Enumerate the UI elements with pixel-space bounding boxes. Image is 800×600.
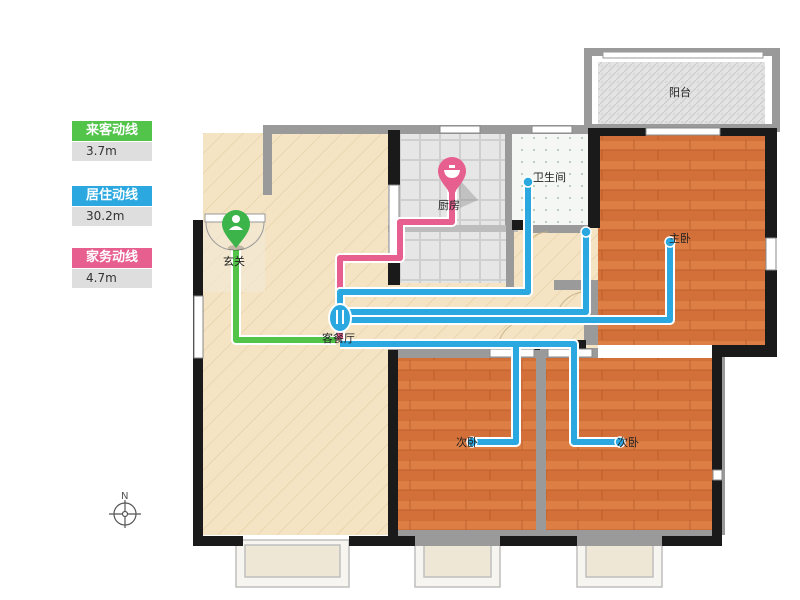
legend-living-label: 居住动线 bbox=[72, 186, 152, 206]
housework-route bbox=[335, 190, 457, 340]
route-endpoints bbox=[466, 176, 676, 448]
label-entrance: 玄关 bbox=[223, 254, 245, 268]
legend-guest-value: 3.7m bbox=[72, 142, 152, 161]
legend-housework: 家务动线 4.7m bbox=[72, 248, 152, 288]
label-master-bedroom: 主卧 bbox=[669, 232, 691, 245]
legend-guest: 来客动线 3.7m bbox=[72, 121, 152, 161]
bottom-bays bbox=[235, 539, 663, 588]
label-second-bedroom-right: 次卧 bbox=[617, 435, 639, 449]
legend-guest-label: 来客动线 bbox=[72, 121, 152, 141]
compass-icon bbox=[109, 500, 141, 528]
legend-living-value: 30.2m bbox=[72, 207, 152, 226]
guest-route bbox=[231, 250, 336, 345]
kitchen-pin-icon bbox=[438, 157, 478, 208]
compass-label: N bbox=[121, 491, 128, 502]
label-bathroom: 卫生间 bbox=[533, 170, 566, 184]
living-route bbox=[335, 182, 675, 447]
room-labels: 阳台 卫生间 厨房 主卧 玄关 客餐厅 次卧 次卧 bbox=[223, 85, 691, 449]
label-living-dining: 客餐厅 bbox=[322, 331, 355, 345]
label-balcony: 阳台 bbox=[669, 85, 691, 99]
legend-living: 居住动线 30.2m bbox=[72, 186, 152, 226]
legend-housework-value: 4.7m bbox=[72, 269, 152, 288]
label-kitchen: 厨房 bbox=[438, 199, 460, 212]
entrance-pin-icon bbox=[222, 210, 250, 251]
balcony-floor bbox=[598, 62, 765, 128]
label-second-bedroom-left: 次卧 bbox=[456, 435, 478, 449]
legend-housework-label: 家务动线 bbox=[72, 248, 152, 268]
master-bedroom-floor bbox=[598, 135, 766, 345]
living-hub-icon bbox=[328, 303, 352, 333]
living-dining-floor bbox=[203, 133, 388, 535]
